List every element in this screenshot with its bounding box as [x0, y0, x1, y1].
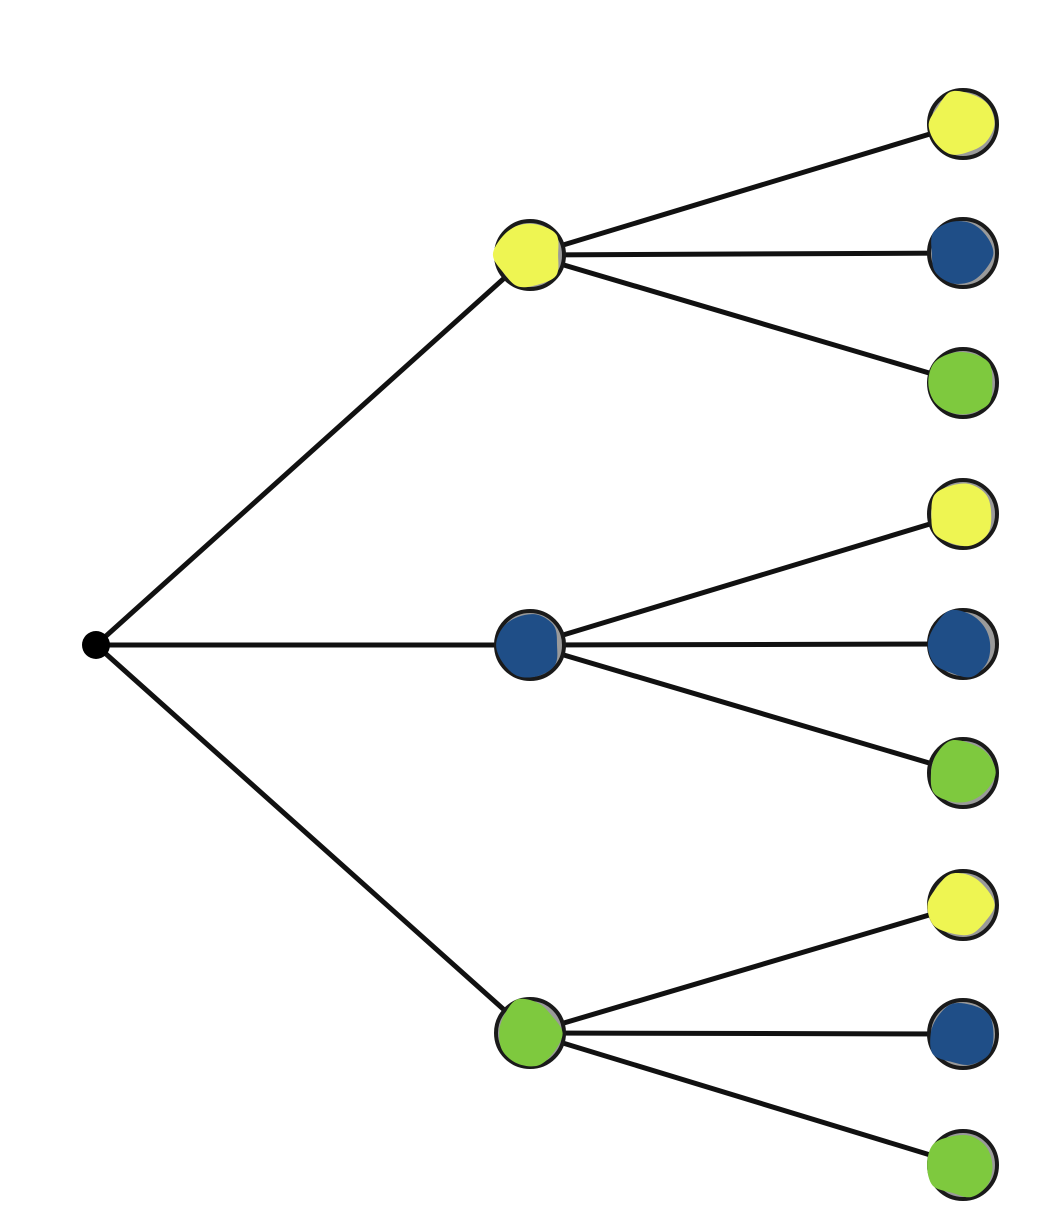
node-n2b-blue	[927, 608, 999, 680]
node-n1c-green	[927, 347, 999, 419]
edge-n2-n2c	[527, 642, 966, 776]
node-n2-blue	[494, 609, 566, 681]
node-fill-blue	[930, 1003, 994, 1065]
node-fill-green	[930, 740, 996, 803]
edge-n1-n1a	[527, 121, 966, 258]
node-fill-blue	[927, 609, 991, 678]
node-fill-yellow	[931, 483, 992, 547]
node-n2c-green	[927, 737, 999, 809]
edge-n3-n3a	[527, 902, 966, 1036]
tree-edges	[93, 121, 966, 1168]
node-fill-green	[928, 352, 993, 415]
node-n2a-yellow	[927, 478, 999, 550]
node-fill-green	[927, 1134, 993, 1198]
node-n3c-green	[927, 1129, 999, 1201]
node-n3b-blue	[927, 998, 999, 1070]
edge-n2-n2b	[527, 641, 966, 648]
node-fill-blue	[931, 221, 994, 284]
node-fill-yellow	[928, 90, 995, 155]
node-fill-green	[499, 998, 563, 1067]
tree-nodes	[82, 88, 999, 1201]
edge-root-n1	[93, 252, 533, 648]
node-n1b-blue	[927, 217, 999, 289]
edge-n3-n3b	[527, 1030, 966, 1037]
node-fill-blue	[496, 614, 558, 678]
node-n3-green	[494, 997, 566, 1069]
root-node	[82, 631, 110, 659]
edge-n2-n2a	[527, 511, 966, 648]
node-n1-yellow	[492, 219, 566, 291]
edge-n1-n1b	[527, 250, 966, 258]
node-n3a-yellow	[927, 869, 999, 941]
node-n1a-yellow	[927, 88, 999, 160]
edge-n1-n1c	[527, 252, 966, 386]
edge-n3-n3c	[527, 1030, 966, 1168]
edge-root-n3	[93, 642, 533, 1036]
node-fill-yellow	[492, 223, 559, 288]
node-fill-yellow	[927, 873, 995, 936]
